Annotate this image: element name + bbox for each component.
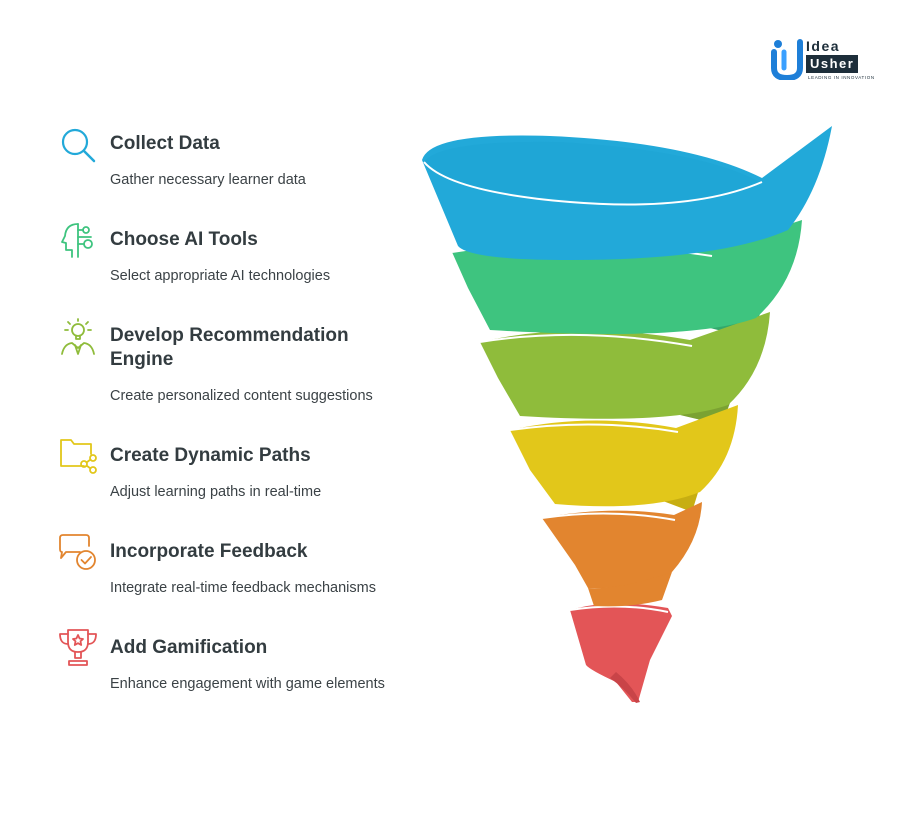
funnel-level-1-top — [424, 141, 760, 203]
lightbulb-person-icon — [58, 318, 98, 358]
funnel-level-5-rim — [541, 512, 676, 521]
idea-usher-logo: Idea Usher LEADING IN INNOVATION — [770, 38, 882, 84]
chat-checkmark-icon — [58, 532, 98, 572]
funnel-level-4-rim — [509, 423, 679, 433]
steps-list: Collect Data Gather necessary learner da… — [0, 0, 420, 823]
logo-word-bottom: Usher — [806, 55, 859, 73]
ai-head-gears-icon — [58, 220, 98, 260]
spiral-funnel — [422, 126, 832, 703]
step-desc-incorporate-feedback: Integrate real-time feedback mechanisms — [110, 580, 376, 596]
step-desc-create-dynamic-paths: Adjust learning paths in real-time — [110, 484, 322, 500]
folder-share-icon — [58, 436, 98, 476]
step-title-add-gamification: Add Gamification — [110, 637, 268, 658]
funnel-level-5 — [542, 502, 702, 589]
logo-mark-icon — [771, 39, 803, 80]
step-title-collect-data: Collect Data — [110, 133, 220, 154]
funnel-level-1-rim — [423, 161, 763, 206]
funnel-level-3-rim — [479, 333, 693, 347]
step-desc-collect-data: Gather necessary learner data — [110, 172, 306, 188]
step-desc-choose-ai-tools: Select appropriate AI technologies — [110, 268, 331, 284]
funnel-level-5-lip — [588, 572, 672, 607]
step-title-develop-recommendation-engine: Develop Recommendation Engine — [110, 325, 349, 370]
step-title-create-dynamic-paths: Create Dynamic Paths — [110, 445, 311, 466]
logo-tagline: LEADING IN INNOVATION — [808, 75, 875, 80]
step-title-incorporate-feedback: Incorporate Feedback — [110, 541, 308, 562]
funnel-level-4 — [510, 405, 738, 507]
trophy-star-icon — [58, 628, 98, 668]
step-desc-develop-recommendation-engine: Create personalized content suggestions — [110, 388, 373, 404]
funnel-level-3 — [480, 312, 770, 419]
funnel-level-6 — [570, 603, 672, 702]
logo-word-top: Idea — [806, 38, 841, 54]
step-desc-add-gamification: Enhance engagement with game elements — [110, 676, 385, 692]
step-title-choose-ai-tools: Choose AI Tools — [110, 229, 258, 250]
magnifying-glass-icon — [58, 126, 98, 166]
funnel-level-6-rim — [569, 605, 669, 613]
funnel-level-6-tail — [610, 672, 640, 703]
